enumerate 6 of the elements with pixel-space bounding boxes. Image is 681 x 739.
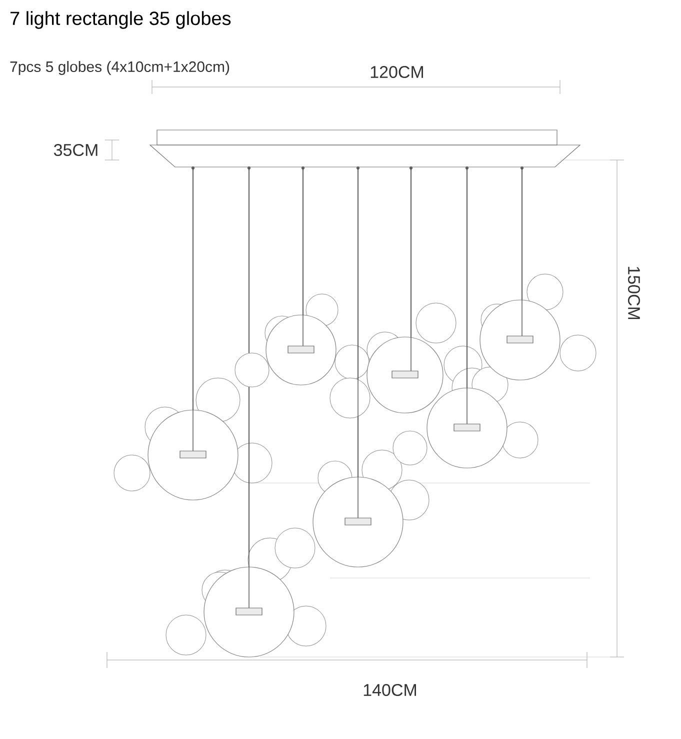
dimension-label: 150CM <box>628 266 640 319</box>
dimension-label: 140CM <box>364 684 416 696</box>
dimension-label: 35CM <box>54 144 98 156</box>
dimension-label: 120CM <box>370 66 423 78</box>
title-text: 7 light rectangle 35 globes <box>10 11 231 29</box>
note-text: 7pcs 5 globes (4x10cm+1x20cm) <box>10 61 230 75</box>
